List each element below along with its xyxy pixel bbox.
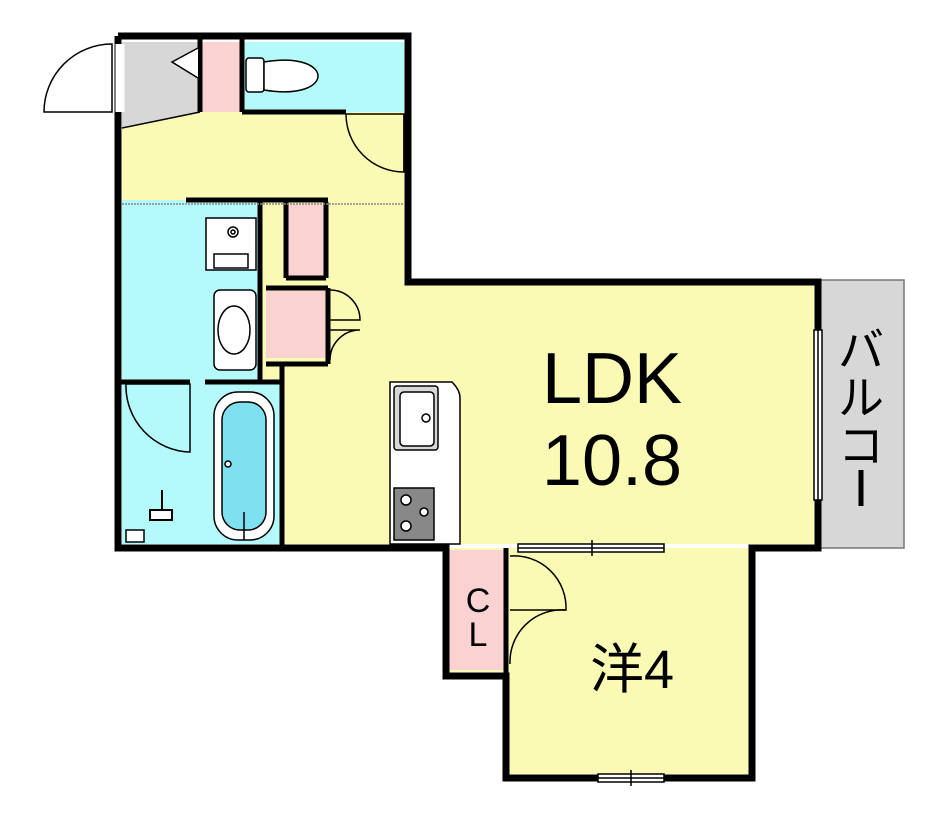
wash-basin-icon [213,289,257,371]
ldk-room-size: 10.8 [542,421,682,501]
toilet-icon [245,57,319,93]
ldk-floor [260,200,814,544]
western-room-floor [448,548,752,774]
balcony-label-1: バ [838,324,884,376]
bathtub-icon [213,391,275,541]
closet-label-1: C [466,582,491,620]
western-room-label: 洋4 [590,640,674,700]
shoe-storage [200,42,242,112]
shoe-cabinet-icon [170,47,199,79]
walls [114,32,822,782]
ldk-room-label: LDK [542,339,682,419]
shower-icon [125,490,173,543]
closet-label-2: L [469,616,488,654]
doors [43,43,567,665]
kitchen-counter [389,381,461,545]
windows [517,329,823,786]
storage-upper [286,204,326,278]
balcony-label-3: コ [838,420,884,472]
washing-machine-icon [205,217,257,271]
interior-walls [120,38,509,676]
closet [448,550,506,670]
balcony-label-2: ル [838,372,884,424]
hallway-floor [122,112,404,200]
storage-lower [266,288,328,358]
